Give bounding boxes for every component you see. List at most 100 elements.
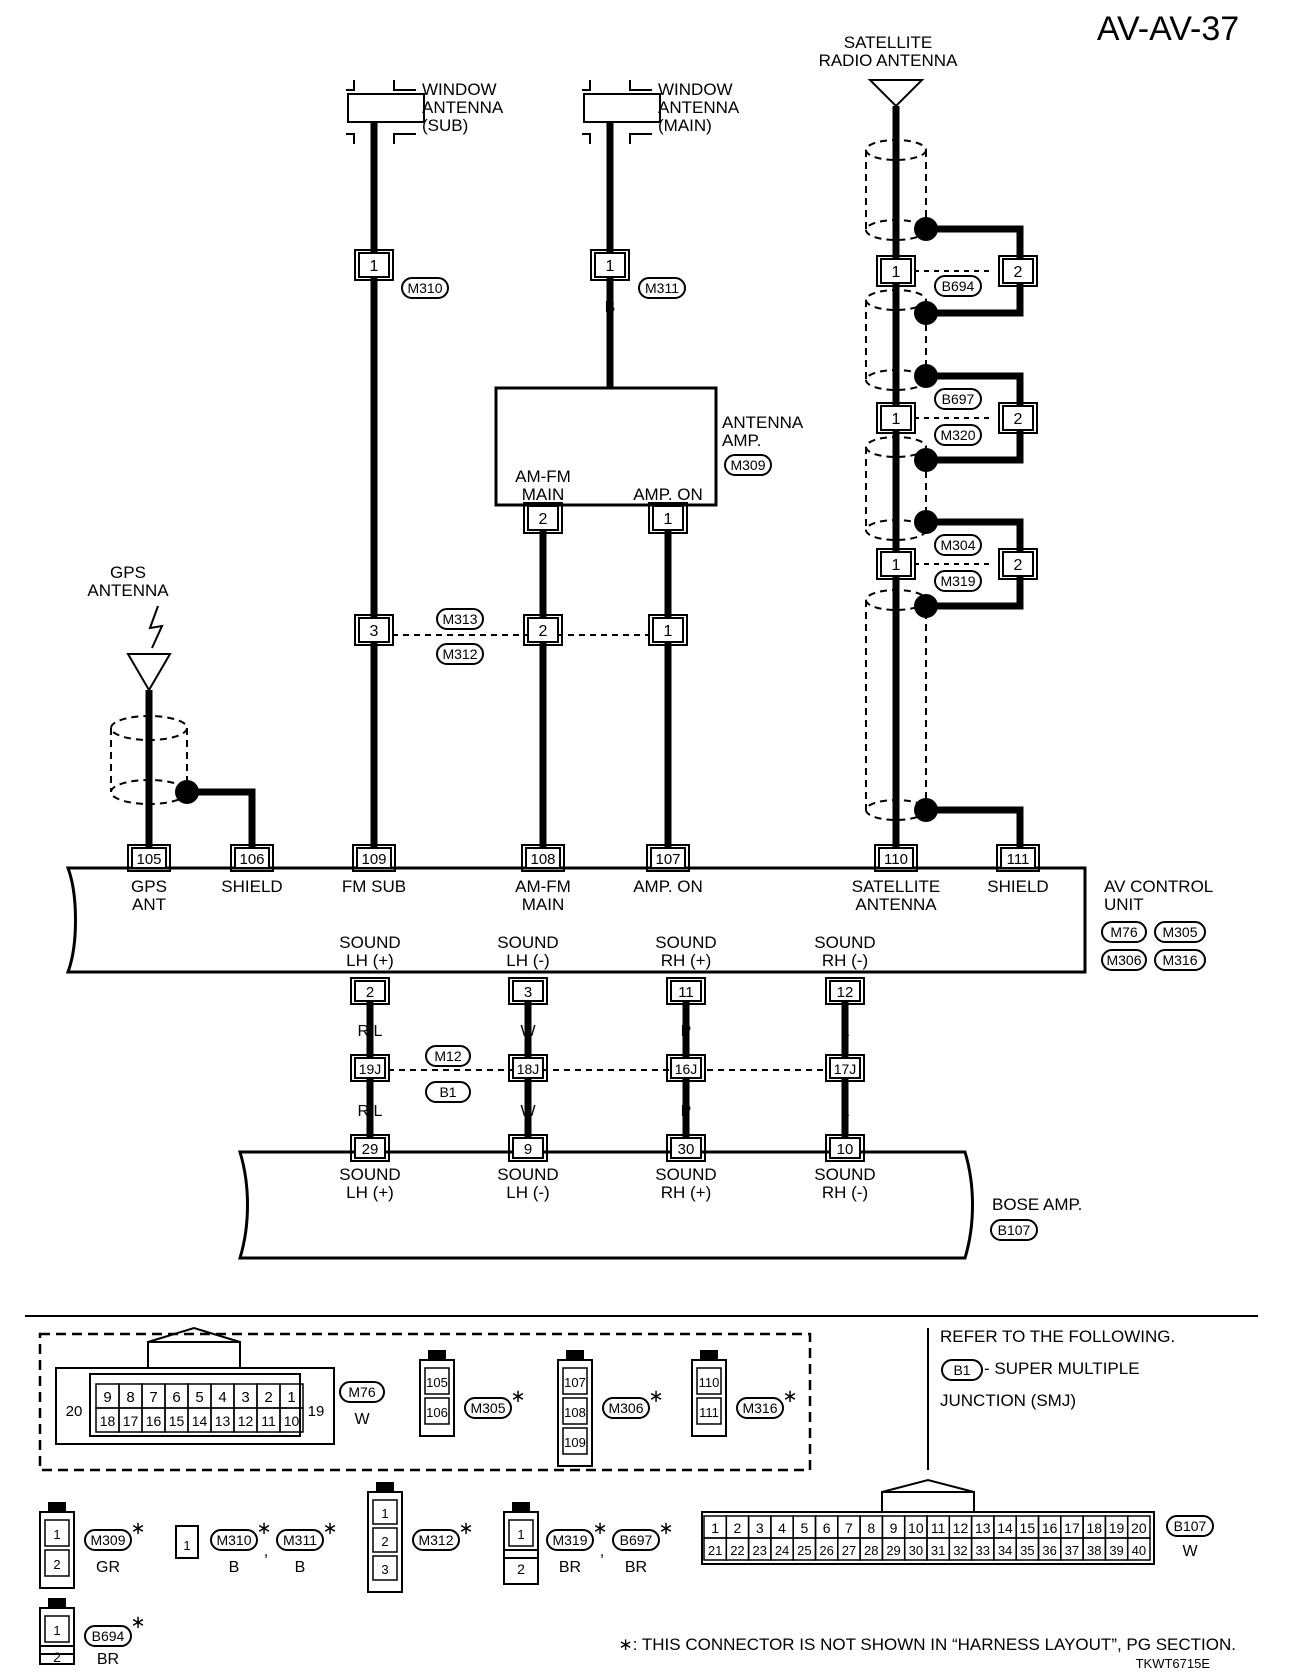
connector-pin-box bbox=[652, 617, 684, 643]
wire-color-label: R/L bbox=[358, 1023, 383, 1040]
wire-gps-shield bbox=[187, 788, 256, 848]
connector-housing bbox=[230, 844, 274, 872]
not-in-layout-marker: ∗ bbox=[658, 1518, 673, 1538]
pin-number: 105 bbox=[426, 1375, 448, 1390]
connector-pin-box bbox=[1002, 258, 1034, 284]
connector-housing bbox=[354, 249, 394, 281]
connector-id: M313 bbox=[442, 611, 477, 627]
pin-number: 19J bbox=[359, 1061, 382, 1077]
gps-antenna-label: GPS bbox=[110, 563, 146, 582]
pin-number: 1 bbox=[711, 1520, 719, 1536]
pin-cell bbox=[1126, 1537, 1151, 1561]
pin-number: 36 bbox=[1042, 1543, 1056, 1558]
connector-id-tag bbox=[1154, 921, 1206, 943]
antenna-amp-label: AMP. bbox=[722, 431, 761, 450]
pin-number: 8 bbox=[867, 1520, 875, 1536]
pin-number: 2 bbox=[264, 1389, 272, 1406]
connector-pin-box bbox=[354, 1057, 386, 1079]
connector-id: M320 bbox=[940, 427, 975, 443]
not-in-layout-marker: ∗ bbox=[130, 1612, 145, 1632]
wire-color-label: B bbox=[605, 299, 616, 316]
connector-latch bbox=[147, 1326, 241, 1343]
connector-pin-box bbox=[829, 1137, 861, 1159]
pin-cell bbox=[696, 1367, 722, 1395]
bose-amp-label: BOSE AMP. bbox=[992, 1195, 1082, 1214]
connector-latch bbox=[700, 1350, 718, 1360]
av-terminal-label: GPS bbox=[131, 877, 167, 896]
connector-housing bbox=[648, 502, 688, 534]
connector-id: M305 bbox=[1162, 924, 1197, 940]
pin-number: 109 bbox=[361, 851, 386, 868]
connector-housing bbox=[666, 977, 706, 1005]
pin-cell bbox=[372, 1499, 398, 1525]
antenna-glass-bracket bbox=[393, 80, 416, 91]
connector-id: M306 bbox=[608, 1400, 643, 1416]
bose-sound-terminal-label: SOUND bbox=[814, 1165, 875, 1184]
pin-number: 110 bbox=[699, 1375, 720, 1390]
pin-number: 110 bbox=[884, 851, 908, 868]
pin-cell bbox=[372, 1555, 398, 1581]
connector-housing bbox=[666, 1134, 706, 1162]
pin-number: 107 bbox=[655, 851, 680, 868]
connector-color: W bbox=[1182, 1543, 1198, 1560]
connector-housing bbox=[352, 844, 396, 872]
connector-id: M319 bbox=[552, 1532, 587, 1548]
pin-number: 105 bbox=[136, 851, 161, 868]
av-sound-terminal-label: LH (+) bbox=[346, 951, 394, 970]
connector-housing bbox=[350, 1134, 390, 1162]
satellite-antenna-label: RADIO ANTENNA bbox=[819, 51, 959, 70]
connector-id-tag bbox=[425, 1081, 471, 1103]
pin-number: 4 bbox=[778, 1520, 786, 1536]
not-in-layout-marker: ∗ bbox=[130, 1518, 145, 1538]
connector-latch bbox=[147, 1341, 241, 1368]
av-sound-terminal-label: RH (-) bbox=[822, 951, 868, 970]
connector-housing bbox=[523, 502, 563, 534]
pin-number: 3 bbox=[381, 1562, 388, 1577]
pin-cell bbox=[44, 1615, 70, 1643]
connector-id: M312 bbox=[442, 646, 477, 662]
antenna-glass-bracket bbox=[346, 80, 355, 91]
pin-number: 19 bbox=[308, 1403, 325, 1420]
connector-id: B694 bbox=[942, 278, 975, 294]
pin-number: 16 bbox=[1042, 1520, 1058, 1536]
pin-number: 106 bbox=[239, 851, 264, 868]
connector-latch bbox=[881, 1478, 975, 1493]
av-sound-terminal-label: SOUND bbox=[497, 933, 558, 952]
av-terminal-label: ANT bbox=[132, 895, 166, 914]
connector-latch bbox=[512, 1502, 530, 1512]
connector-housing bbox=[998, 402, 1038, 434]
pin-cell bbox=[562, 1397, 588, 1425]
window-antenna-label: (MAIN) bbox=[658, 116, 712, 135]
pin-cell bbox=[44, 1519, 70, 1547]
pin-number: 3 bbox=[241, 1389, 249, 1406]
pin-number: 111 bbox=[699, 1405, 719, 1420]
connector-pin-box bbox=[512, 980, 544, 1002]
pin-number: 5 bbox=[800, 1520, 808, 1536]
pin-number: 18J bbox=[517, 1061, 540, 1077]
connector-latch bbox=[48, 1502, 66, 1512]
connector-color: BR bbox=[97, 1651, 119, 1668]
connector-id-tag bbox=[934, 275, 982, 297]
connector-housing bbox=[825, 1134, 865, 1162]
antenna-glass-bracket bbox=[346, 133, 355, 144]
connector-id: M311 bbox=[283, 1532, 317, 1548]
av-terminal-label: FM SUB bbox=[342, 877, 406, 896]
pin-number: 10 bbox=[908, 1520, 924, 1536]
connector-face-housing bbox=[39, 1645, 75, 1665]
connector-id: M305 bbox=[470, 1400, 505, 1416]
connector-id-tag bbox=[412, 1529, 460, 1551]
antenna-amp-label: ANTENNA bbox=[722, 413, 804, 432]
connector-housing bbox=[825, 1054, 865, 1082]
pin-number: 2 bbox=[53, 1557, 60, 1572]
connector-pin-box bbox=[527, 505, 559, 531]
av-terminal-label: AMP. ON bbox=[633, 877, 703, 896]
av-terminal-label: SATELLITE bbox=[852, 877, 941, 896]
connector-pin-box bbox=[670, 980, 702, 1002]
antenna-glass-bracket bbox=[582, 80, 591, 91]
not-in-layout-marker: ∗ bbox=[592, 1518, 607, 1538]
connector-pin-box bbox=[354, 980, 386, 1002]
pin-number: 29 bbox=[362, 1141, 379, 1158]
connector-color: BR bbox=[625, 1559, 647, 1576]
pin-number: 26 bbox=[819, 1543, 833, 1558]
connector-id-tag bbox=[339, 1381, 385, 1403]
